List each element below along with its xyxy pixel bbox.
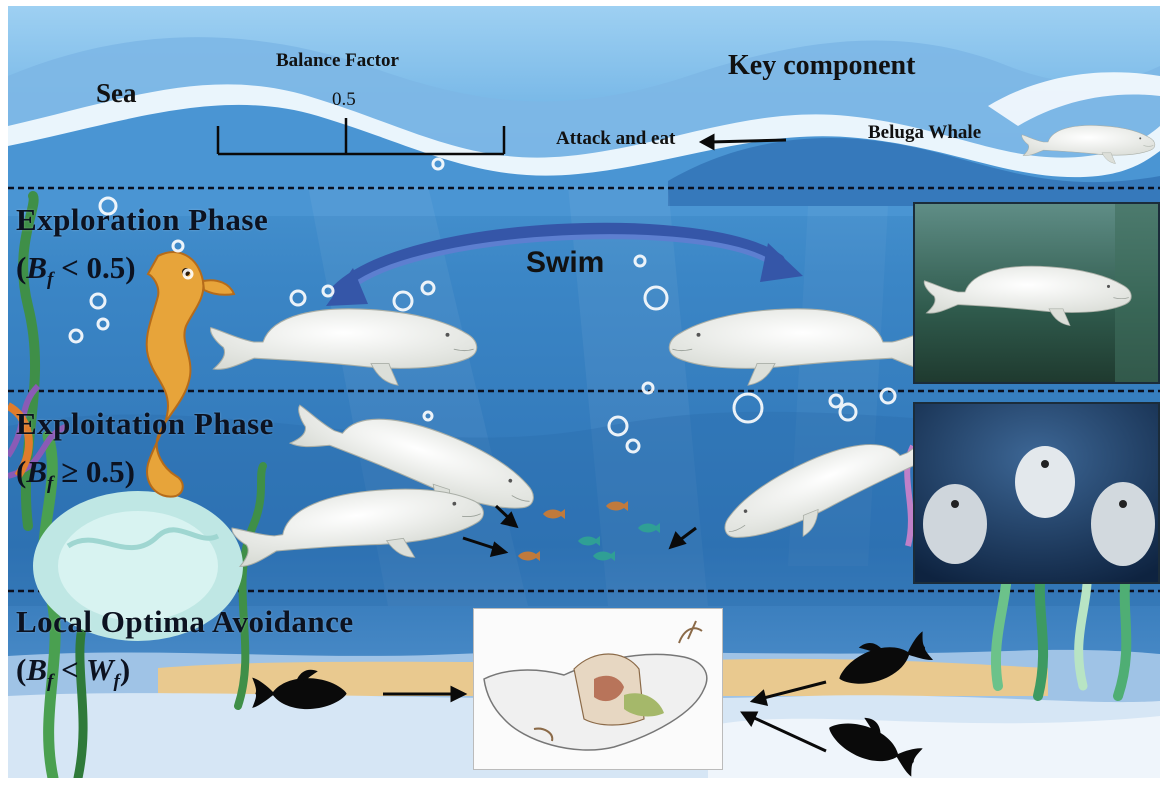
condition-subscript: f <box>47 269 53 290</box>
phase-condition-exploitation: (Bf ≥ 0.5) <box>16 454 135 495</box>
phase-condition-local-optima-avoidance: (Bf < Wf) <box>16 652 130 693</box>
condition-subscript: f <box>47 671 53 692</box>
phase-title-exploration: Exploration Phase <box>16 202 268 238</box>
key-component-title: Key component <box>728 50 915 82</box>
phase-title-exploitation: Exploitation Phase <box>16 406 274 442</box>
beluga-photo-exploitation <box>913 402 1160 584</box>
phase-condition-exploration: (Bf < 0.5) <box>16 250 136 291</box>
balance-factor-mid-value: 0.5 <box>332 89 356 111</box>
attack-and-eat-label: Attack and eat <box>556 128 675 150</box>
diagram-canvas: Sea Balance Factor 0.5 Key component Att… <box>8 6 1160 778</box>
condition-variable: B <box>26 454 47 489</box>
condition-subscript: f <box>47 473 53 494</box>
condition-variable: B <box>26 652 47 687</box>
condition-operator: < W <box>61 652 113 687</box>
balance-factor-title: Balance Factor <box>276 50 399 72</box>
condition-variable: B <box>26 250 47 285</box>
beluga-whale-label: Beluga Whale <box>868 122 981 144</box>
sea-label: Sea <box>96 78 137 109</box>
swim-label: Swim <box>526 246 604 280</box>
phase-title-local-optima-avoidance: Local Optima Avoidance <box>16 604 354 640</box>
condition-operator-subscript: f <box>114 671 120 692</box>
beluga-photo-exploration <box>913 202 1160 384</box>
condition-operator: ≥ 0.5 <box>61 454 125 489</box>
whale-fall-box <box>473 608 723 770</box>
condition-operator: < 0.5 <box>61 250 125 285</box>
whale-carcass-icon <box>474 609 722 769</box>
